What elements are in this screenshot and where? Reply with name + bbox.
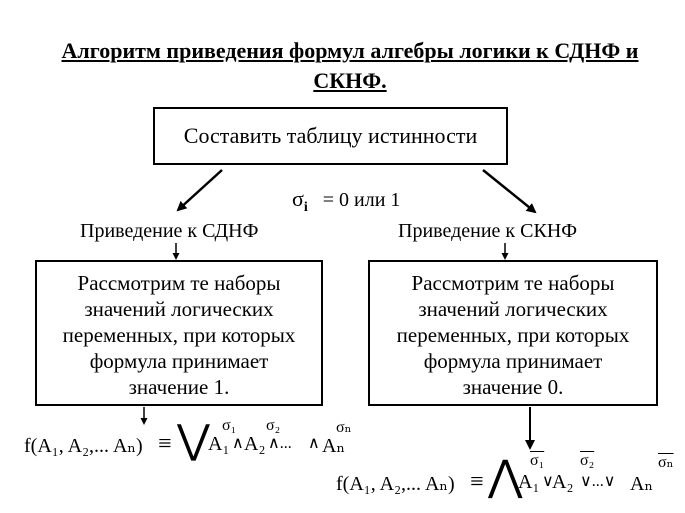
sdnf-sup2: σ₂ (266, 417, 281, 434)
sknf-op1: ∨ (542, 473, 554, 490)
sdnf-line: значение 1. (128, 375, 230, 399)
sdnf-op1: ∧ (232, 435, 244, 452)
sigma-symbol: σ (292, 186, 304, 211)
sknf-heading: Приведение к СКНФ (398, 220, 578, 242)
sdnf-varn: Aₙ (322, 435, 346, 457)
sdnf-lhs: f(A₁, A₂,... Aₙ) (24, 435, 143, 457)
sknf-line: значение 0. (462, 375, 564, 399)
sknf-varn: Aₙ (630, 473, 654, 495)
sknf-line: значений логических (418, 297, 608, 321)
sknf-sup2: σ₂ (580, 452, 595, 469)
sigma-values: = 0 или 1 (322, 189, 401, 211)
sknf-box: Рассмотрим те наборы значений логических… (368, 260, 658, 406)
sdnf-line: переменных, при которых (62, 323, 296, 347)
sknf-var1: A₁ (518, 471, 540, 493)
sdnf-equiv: ≡ (158, 431, 172, 457)
truth-table-text: Составить таблицу истинности (183, 123, 478, 148)
sdnf-line: Рассмотрим те наборы (77, 271, 281, 295)
page-title: Алгоритм приведения формул алгебры логик… (61, 38, 639, 93)
sknf-sup1: σ₁ (530, 452, 545, 469)
sdnf-supn: σₙ (336, 419, 352, 436)
sknf-op2: ∨...∨ (580, 473, 616, 490)
sdnf-heading: Приведение к СДНФ (80, 220, 259, 242)
sknf-equiv: ≡ (470, 469, 484, 495)
sknf-line: формула принимает (423, 349, 603, 373)
sknf-supn: σₙ (658, 454, 674, 471)
sdnf-line: формула принимает (89, 349, 269, 373)
sigma-condition: σi = 0 или 1 (292, 186, 400, 216)
sdnf-box: Рассмотрим те наборы значений логических… (35, 260, 323, 406)
sdnf-sup1: σ₁ (222, 417, 237, 434)
sigma-index: i (303, 200, 308, 215)
big-disjunction-icon: ⋁ (177, 417, 210, 462)
sknf-line: переменных, при которых (396, 323, 630, 347)
big-conjunction-icon: ⋀ (488, 454, 523, 500)
sdnf-var2: A₂ (244, 433, 266, 455)
arrow-to-sdnf (176, 169, 223, 212)
sdnf-var1: A₁ (208, 433, 230, 455)
truth-table-box: Составить таблицу истинности (153, 107, 508, 165)
sknf-line: Рассмотрим те наборы (411, 271, 615, 295)
sdnf-op3: ∧ (308, 435, 320, 452)
sknf-lhs: f(A₁, A₂,... Aₙ) (336, 473, 455, 495)
sknf-var2: A₂ (552, 471, 574, 493)
sdnf-op2: ∧... (268, 435, 292, 452)
sdnf-line: значений логических (84, 297, 274, 321)
arrow-to-sknf (482, 169, 537, 214)
